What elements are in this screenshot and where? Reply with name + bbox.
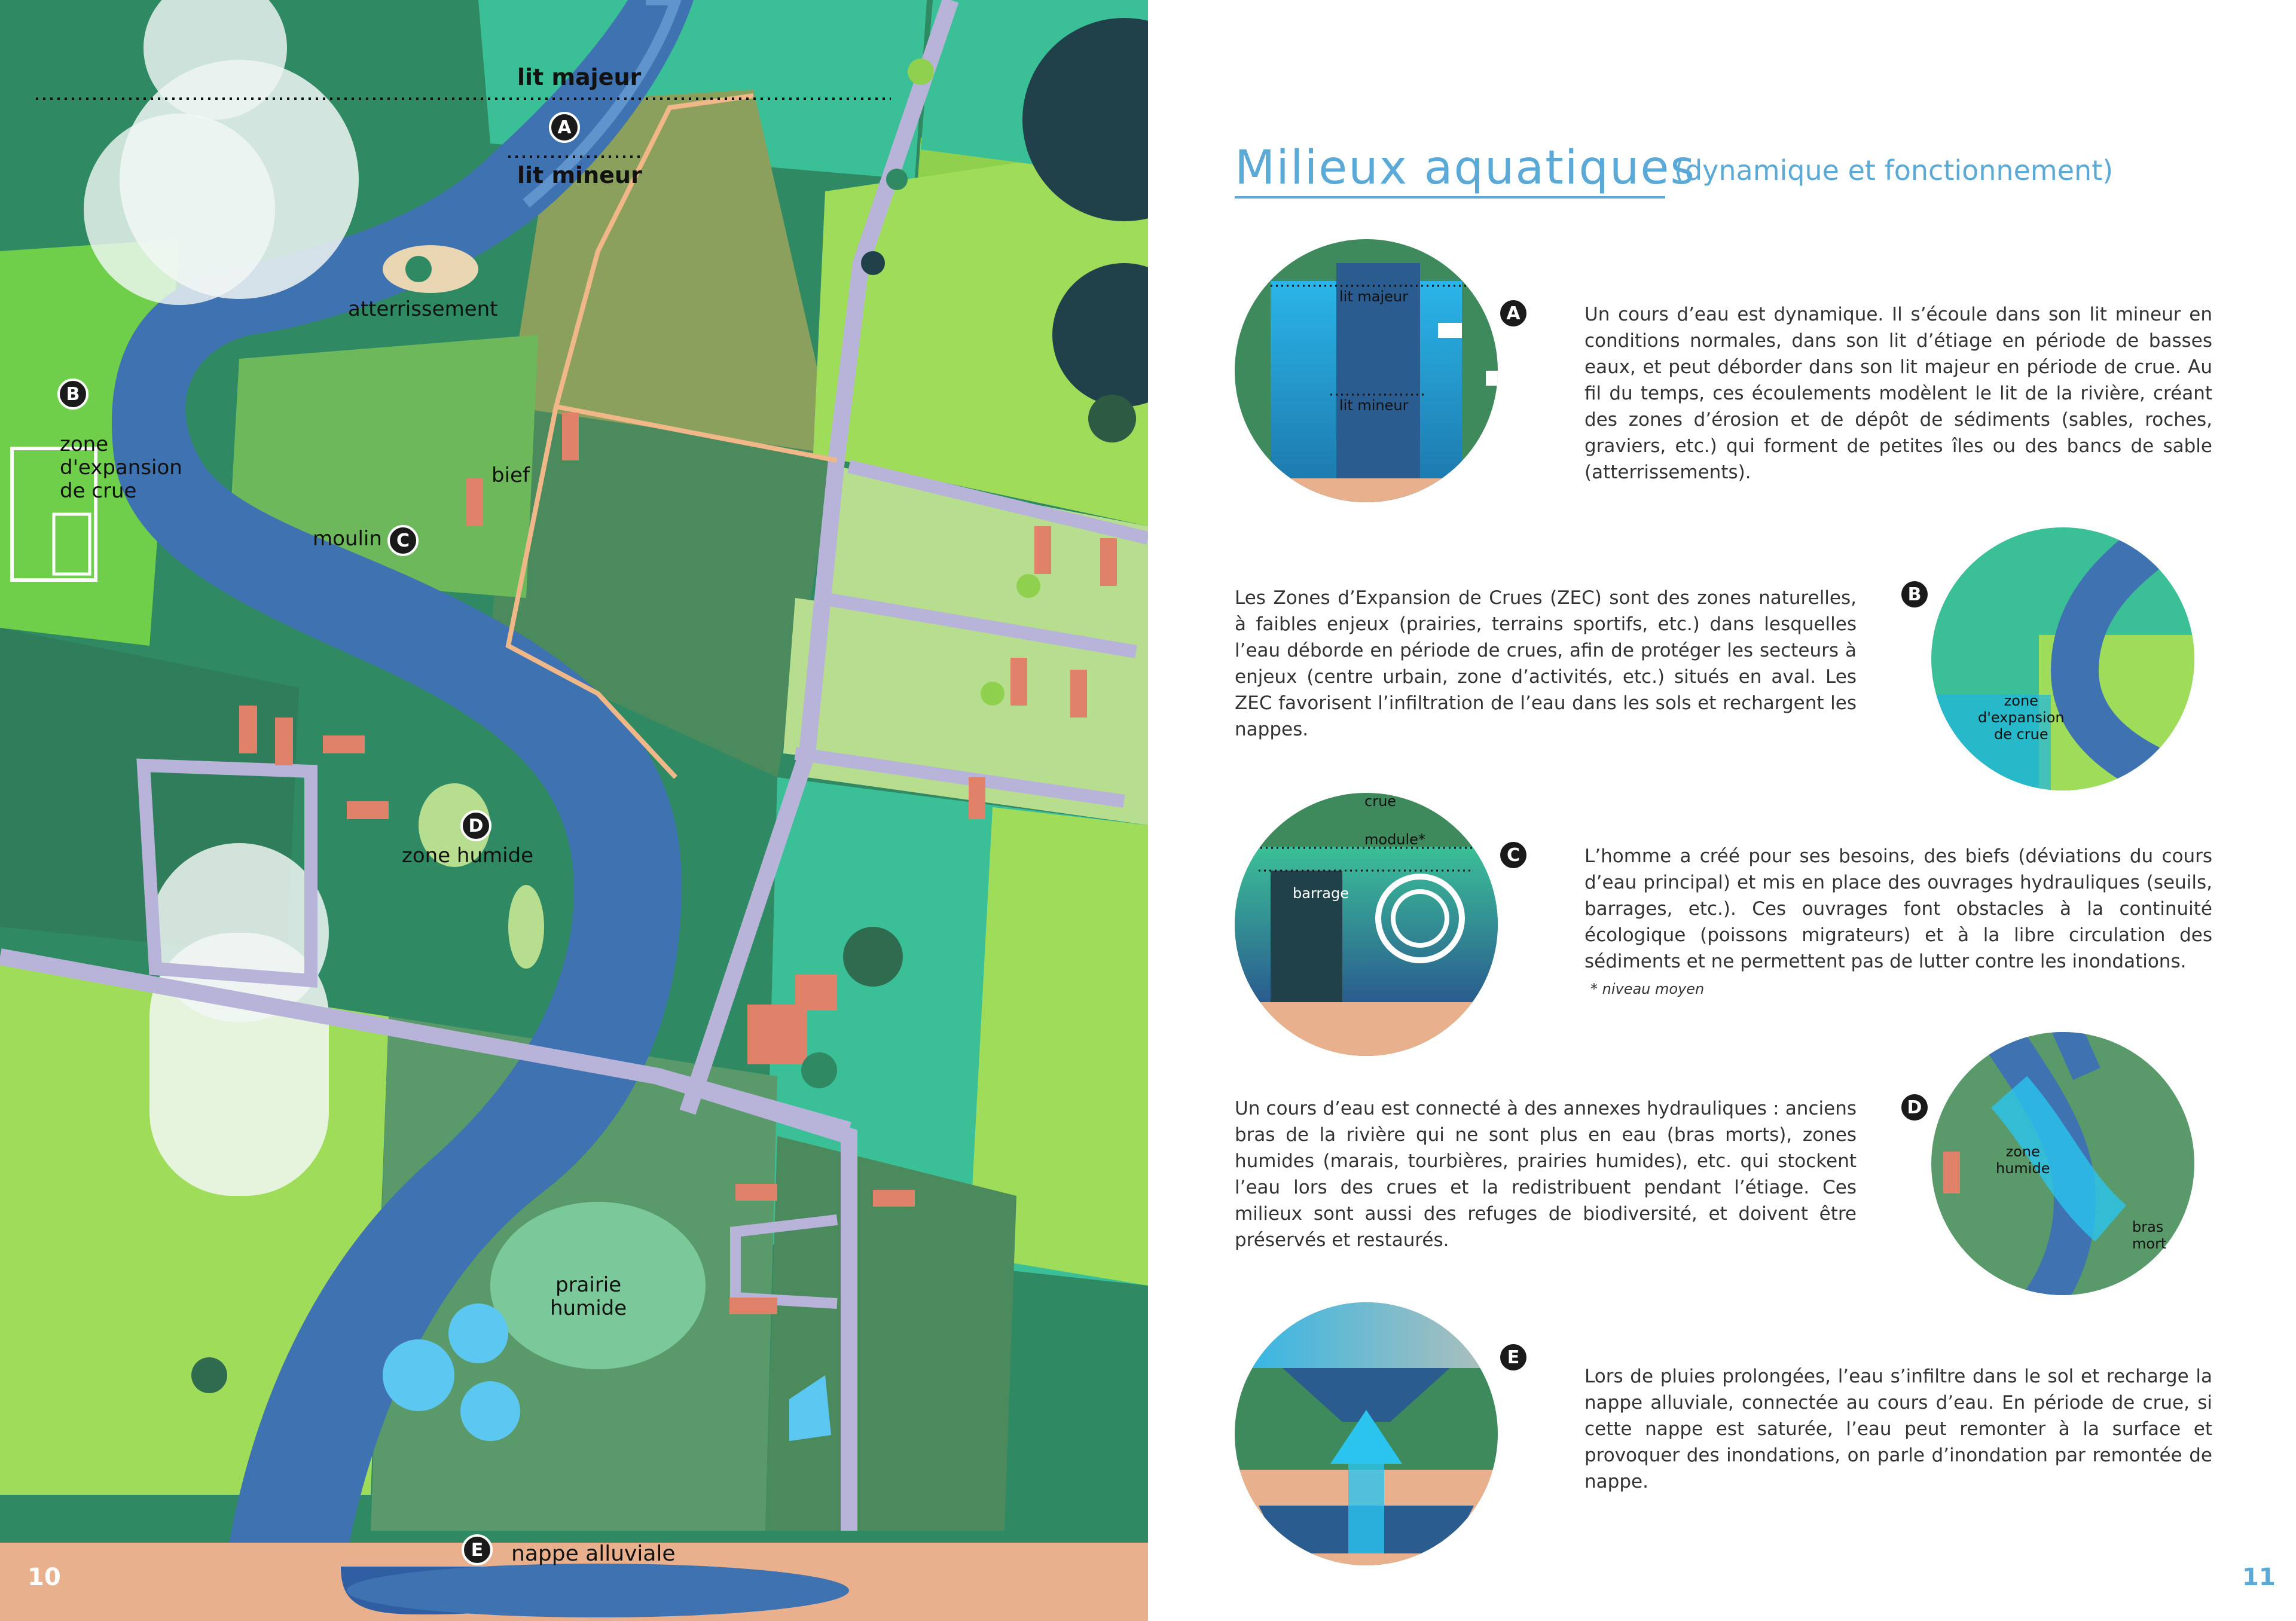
- label-prairie-humide: prairie humide: [550, 1273, 627, 1321]
- circle-b-label: zone d'expansion de crue: [1978, 692, 2065, 743]
- section-a-text: Un cours d’eau est dynamique. Il s’écoul…: [1584, 304, 2212, 483]
- marker-e-right: E: [1498, 1342, 1529, 1373]
- marker-d-right: D: [1899, 1092, 1930, 1123]
- label-lit-majeur: lit majeur: [517, 64, 642, 90]
- marker-a: A: [549, 112, 580, 143]
- circle-c-label-barrage: barrage: [1293, 885, 1349, 902]
- circle-illustration-d: [1931, 1032, 2194, 1295]
- page-subtitle: (dynamique et fonctionnement): [1674, 154, 2114, 187]
- section-c-note: * niveau moyen: [1590, 981, 1705, 997]
- marker-d: D: [460, 810, 491, 841]
- label-lit-mineur: lit mineur: [517, 162, 642, 188]
- label-zone-expansion: zone d'expansion de crue: [60, 432, 182, 503]
- circle-illustration-c: [1235, 793, 1498, 1056]
- section-c-text: L’homme a créé pour ses besoins, des bie…: [1584, 845, 2212, 972]
- text-page: Milieux aquatiques (dynamique et fonctio…: [1148, 0, 2296, 1621]
- circle-illustration-b: [1931, 527, 2194, 790]
- marker-c: C: [387, 525, 419, 556]
- circle-a-label-top: lit majeur: [1339, 288, 1408, 305]
- page-title: Milieux aquatiques: [1235, 141, 1696, 195]
- label-bief: bief: [491, 463, 530, 487]
- marker-b: B: [57, 378, 88, 410]
- label-nappe-alluviale: nappe alluviale: [511, 1541, 676, 1566]
- marker-c-right: C: [1498, 839, 1529, 871]
- circle-a-label-bottom: lit mineur: [1339, 397, 1409, 414]
- map-drawing: [0, 0, 1148, 1621]
- circle-c-label-crue: crue: [1364, 793, 1397, 810]
- circle-illustration-a: [1235, 239, 1498, 502]
- marker-e: E: [462, 1534, 493, 1565]
- circle-d-label-bras: bras mort: [2132, 1219, 2167, 1252]
- section-d-text: Un cours d’eau est connecté à des annexe…: [1235, 1098, 1857, 1251]
- section-e-text: Lors de pluies prolongées, l’eau s’infil…: [1584, 1366, 2212, 1492]
- label-moulin: moulin: [313, 527, 382, 551]
- marker-a-right: A: [1498, 298, 1529, 329]
- marker-b-right: B: [1899, 579, 1930, 610]
- circle-illustration-e: [1235, 1302, 1498, 1565]
- page-number-left: 10: [28, 1564, 61, 1591]
- title-underline: [1235, 196, 1665, 199]
- section-b-text: Les Zones d’Expansion de Crues (ZEC) son…: [1235, 587, 1857, 740]
- page-number-right: 11: [2242, 1564, 2276, 1591]
- map-illustration: lit majeur A lit mineur atterrissement B…: [0, 0, 1148, 1621]
- label-zone-humide: zone humide: [402, 844, 534, 868]
- circle-d-label-zone: zone humide: [1996, 1143, 2050, 1177]
- circle-c-label-module: module*: [1364, 831, 1425, 848]
- label-atterrissement: atterrissement: [348, 297, 498, 321]
